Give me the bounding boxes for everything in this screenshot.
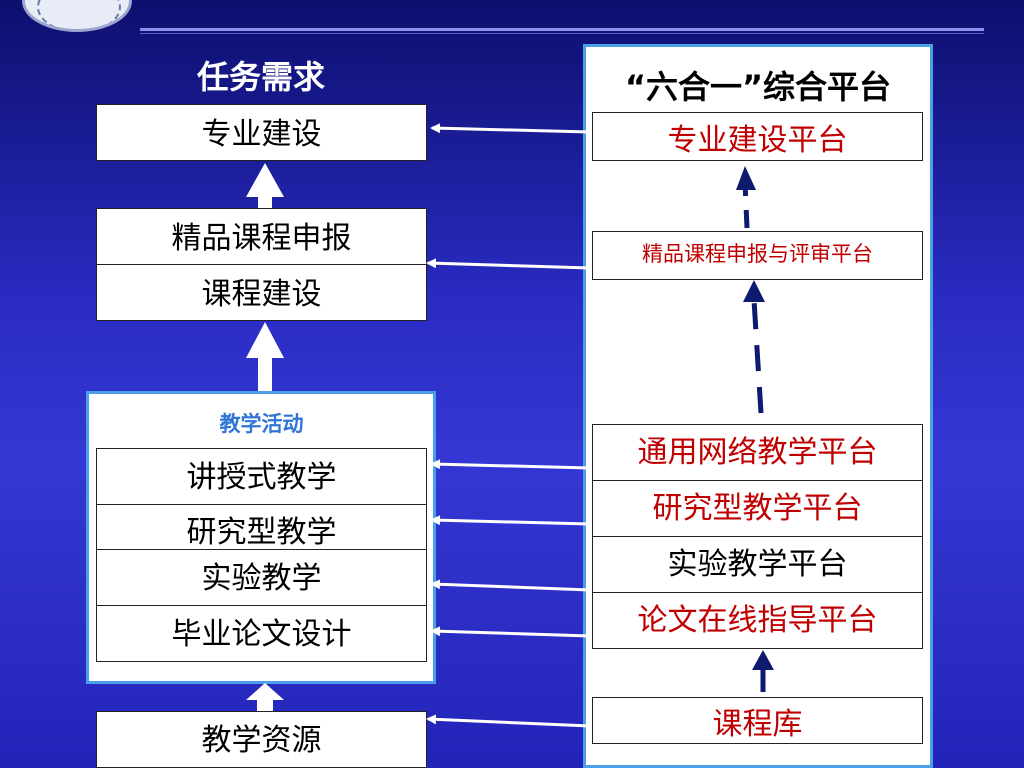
arrow-library-to-thesis [752,650,774,692]
link-arrow-resources [426,714,591,728]
specialty-platform-box: 专业建设平台 [592,112,923,161]
dashed-arrow-to-specialty-platform [736,166,756,229]
course-library-box: 课程库 [592,697,923,744]
experiment-teaching-box: 实验教学 [96,549,427,606]
header-divider [140,28,984,31]
experiment-platform-box: 实验教学平台 [592,536,923,593]
teaching-activity-title: 教学活动 [219,412,304,436]
up-arrow-course [246,322,284,391]
thesis-platform-box: 论文在线指导平台 [592,592,923,649]
link-arrow-lecture [430,459,591,470]
lecture-box: 讲授式教学 [96,448,427,505]
platform-heading: “六合一”综合平台 [624,68,892,106]
quality-course-box: 精品课程申报 [96,208,427,265]
dashed-arrow-to-review-platform [743,280,765,414]
research-platform-box: 研究型教学平台 [592,480,923,537]
up-arrow-resources [246,683,284,711]
review-platform-box: 精品课程申报与评审平台 [592,231,923,280]
link-arrow-thesis [430,626,591,638]
task-demand-heading: 任务需求 [196,58,325,96]
teaching-resources-box: 教学资源 [96,711,427,768]
up-arrow-specialty [246,163,284,208]
network-platform-box: 通用网络教学平台 [592,424,923,481]
link-arrow-specialty [430,123,591,134]
header-divider-thin [140,33,984,34]
link-arrow-research [430,515,591,526]
thesis-design-box: 毕业论文设计 [96,605,427,662]
specialty-box: 专业建设 [96,104,427,161]
link-arrow-experiment [430,579,591,592]
link-arrow-course [426,258,591,270]
course-build-box: 课程建设 [96,264,427,321]
